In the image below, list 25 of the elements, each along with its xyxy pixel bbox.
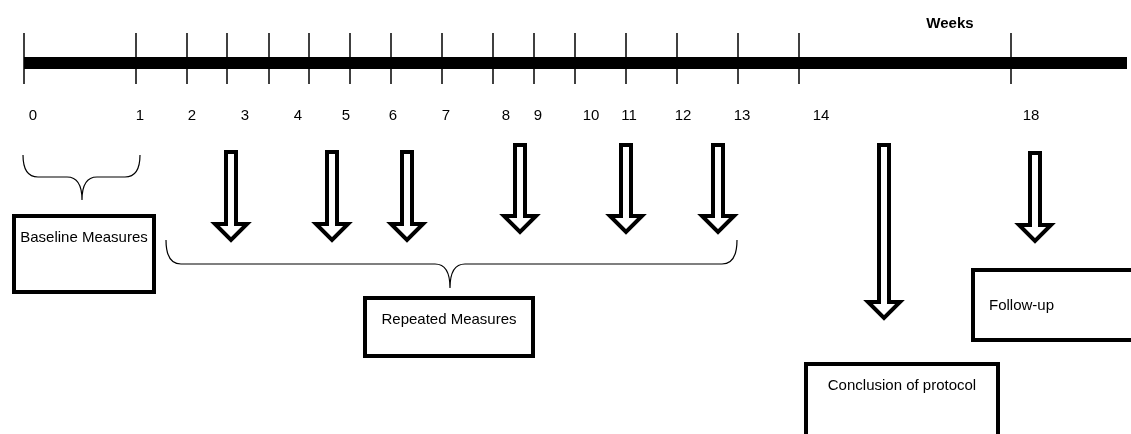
tick-label: 10 <box>582 106 600 123</box>
box-label: Conclusion of protocol <box>827 376 977 394</box>
tick-label: 1 <box>135 106 145 123</box>
tick-label: 4 <box>293 106 303 123</box>
tick-label: 2 <box>187 106 197 123</box>
box-label: Follow-up <box>989 296 1055 314</box>
text-box <box>971 268 1131 342</box>
tick-label: 0 <box>28 106 38 123</box>
axis-title: Weeks <box>926 14 974 31</box>
tick-label: 13 <box>733 106 751 123</box>
box-label: Repeated Measures <box>381 310 517 328</box>
tick-label: 12 <box>674 106 692 123</box>
text-box <box>363 296 535 358</box>
box-label: Baseline Measures <box>20 228 148 246</box>
tick-label: 6 <box>388 106 398 123</box>
text-box <box>804 362 1000 434</box>
tick-label: 5 <box>341 106 351 123</box>
tick-label: 7 <box>441 106 451 123</box>
tick-label: 18 <box>1022 106 1040 123</box>
tick-label: 14 <box>812 106 830 123</box>
tick-label: 8 <box>501 106 511 123</box>
tick-label: 11 <box>621 106 637 123</box>
tick-label: 3 <box>240 106 250 123</box>
text-box <box>12 214 156 294</box>
tick-label: 9 <box>533 106 543 123</box>
